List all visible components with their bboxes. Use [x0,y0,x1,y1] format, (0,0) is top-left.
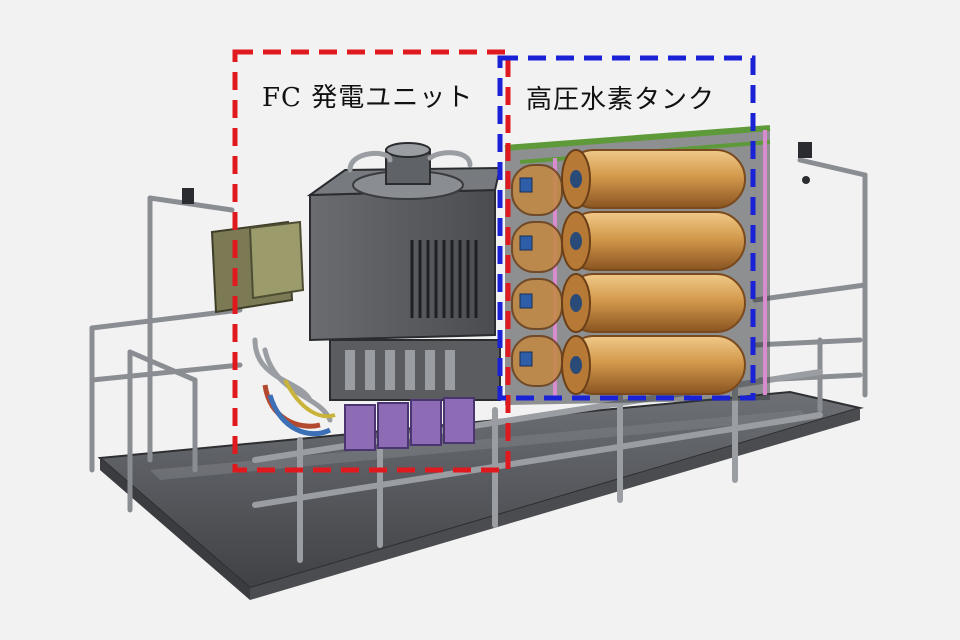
back-railing [89,195,243,513]
fc-unit-label: FC 発電ユニット [262,83,474,113]
hydrogen-tank-callout-box [497,55,756,401]
fc-unit-callout-box [232,49,511,473]
tank-1 [561,149,746,209]
fc-grille [410,240,478,318]
fc-piping [252,150,473,423]
hydrogen-tank-label: 高圧水素タンク [526,85,716,115]
fc-hose-yellow [283,379,336,419]
fc-battery-panels [344,397,475,451]
fc-unit [210,142,502,451]
hydrogen-tanks [511,149,746,395]
tank-valves [519,177,533,367]
fc-hose-blue [267,394,332,437]
tank-2 [561,211,746,271]
tank-4 [561,335,746,395]
rail-fittings [182,142,812,204]
tank-3 [561,273,746,333]
